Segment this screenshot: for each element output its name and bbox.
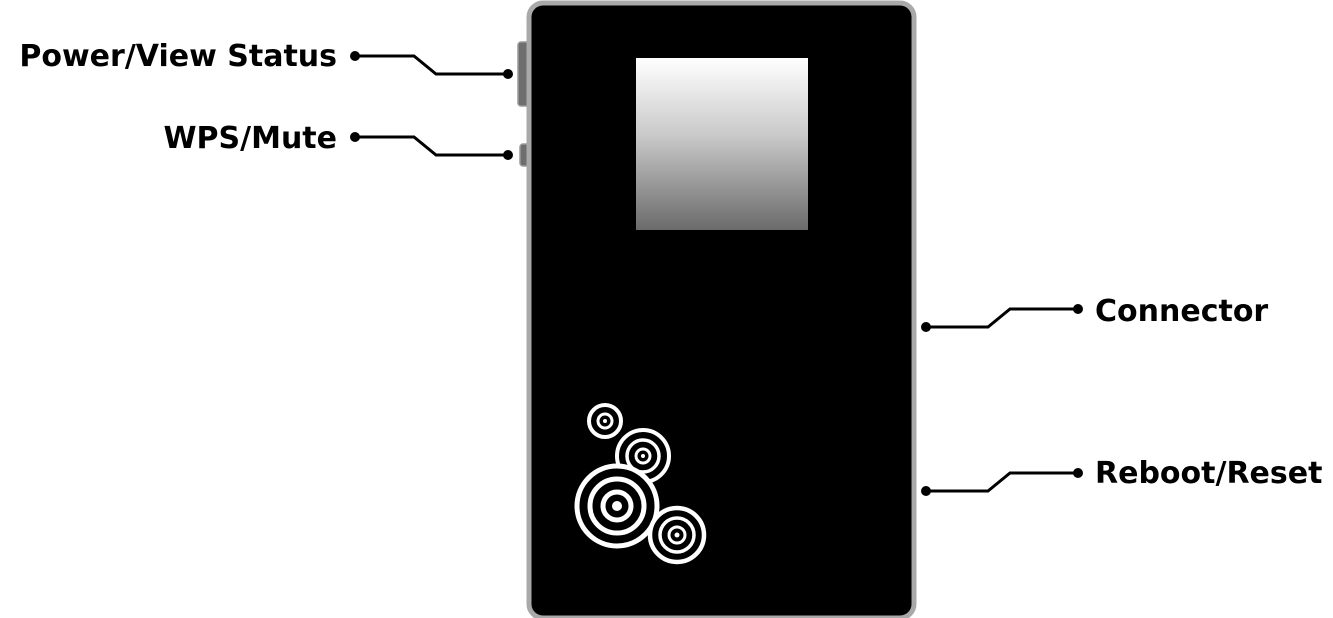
callout-dot-end: [1073, 468, 1083, 478]
callout-wps-mute: WPS/Mute: [163, 121, 513, 160]
callout-dot-end: [1073, 304, 1083, 314]
leader-line: [355, 137, 508, 155]
callout-dot-end: [503, 150, 513, 160]
label-connector: Connector: [1095, 294, 1268, 329]
callout-connector: Connector: [921, 294, 1268, 332]
leader-line: [355, 56, 508, 74]
callout-reboot-reset: Reboot/Reset: [921, 456, 1322, 496]
label-power-view-status: Power/View Status: [19, 39, 337, 74]
leader-line: [926, 309, 1078, 327]
display-screen: [636, 58, 808, 230]
callout-power-view-status: Power/View Status: [19, 39, 513, 79]
label-wps-mute: WPS/Mute: [163, 121, 337, 156]
label-reboot-reset: Reboot/Reset: [1095, 456, 1322, 491]
leader-line: [926, 473, 1078, 491]
callout-dot-end: [503, 69, 513, 79]
